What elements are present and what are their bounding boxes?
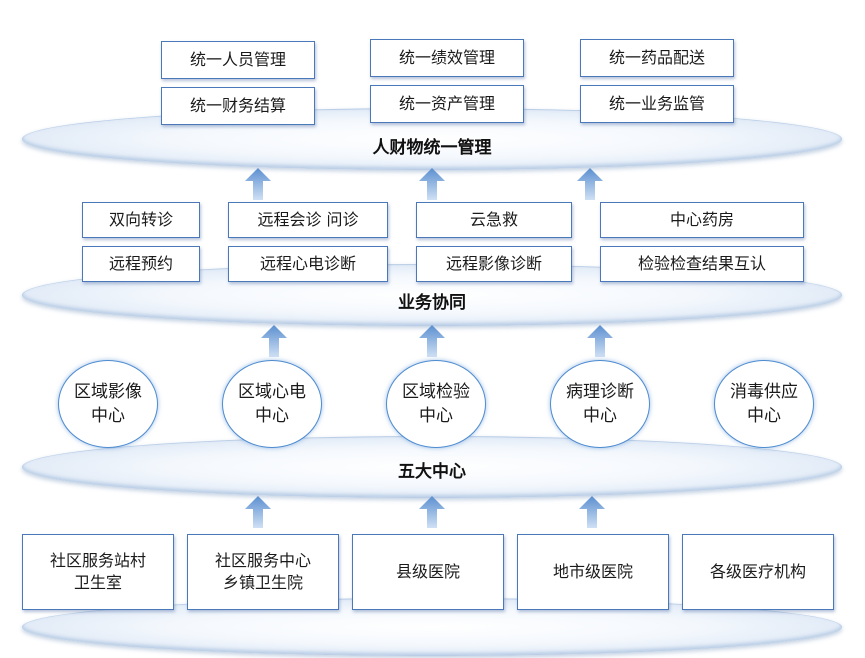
tier4-box-village-clinic: 社区服务站村 卫生室 [22,534,174,610]
tier1-box-personnel: 统一人员管理 [161,41,315,79]
tier2-box-cloud-emergency: 云急救 [416,202,572,238]
tier4-box-all-institutions: 各级医疗机构 [682,534,834,610]
tier2-box-referral: 双向转诊 [82,202,200,238]
tier4-box-city-hospital: 地市级医院 [517,534,669,610]
tier2-box-remote-ecg: 远程心电诊断 [228,246,388,282]
tier4-box-township-hospital: 社区服务中心 乡镇卫生院 [187,534,339,610]
tier1-box-supervision: 统一业务监管 [580,85,734,123]
tier1-box-performance: 统一绩效管理 [370,39,524,77]
center-imaging: 区域影像 中心 [58,360,158,448]
tier1-box-finance: 统一财务结算 [161,87,315,125]
center-ecg: 区域心电 中心 [222,360,322,448]
tier2-box-remote-consultation: 远程会诊 问诊 [228,202,388,238]
tier2-label: 业务协同 [398,293,466,313]
tier2-box-remote-appointment: 远程预约 [82,246,200,282]
center-pathology: 病理诊断 中心 [550,360,650,448]
tier2-box-central-pharmacy: 中心药房 [600,202,804,238]
tier4-box-county-hospital: 县级医院 [352,534,504,610]
tier1-label: 人财物统一管理 [372,138,492,158]
tier2-box-mutual-recognition: 检验检查结果互认 [600,246,804,282]
tier1-box-drug-delivery: 统一药品配送 [580,39,734,77]
tier3-label: 五大中心 [398,462,466,482]
tier2-box-remote-imaging: 远程影像诊断 [416,246,572,282]
center-lab: 区域检验 中心 [386,360,486,448]
tier1-box-assets: 统一资产管理 [370,85,524,123]
center-sterilization: 消毒供应 中心 [714,360,814,448]
